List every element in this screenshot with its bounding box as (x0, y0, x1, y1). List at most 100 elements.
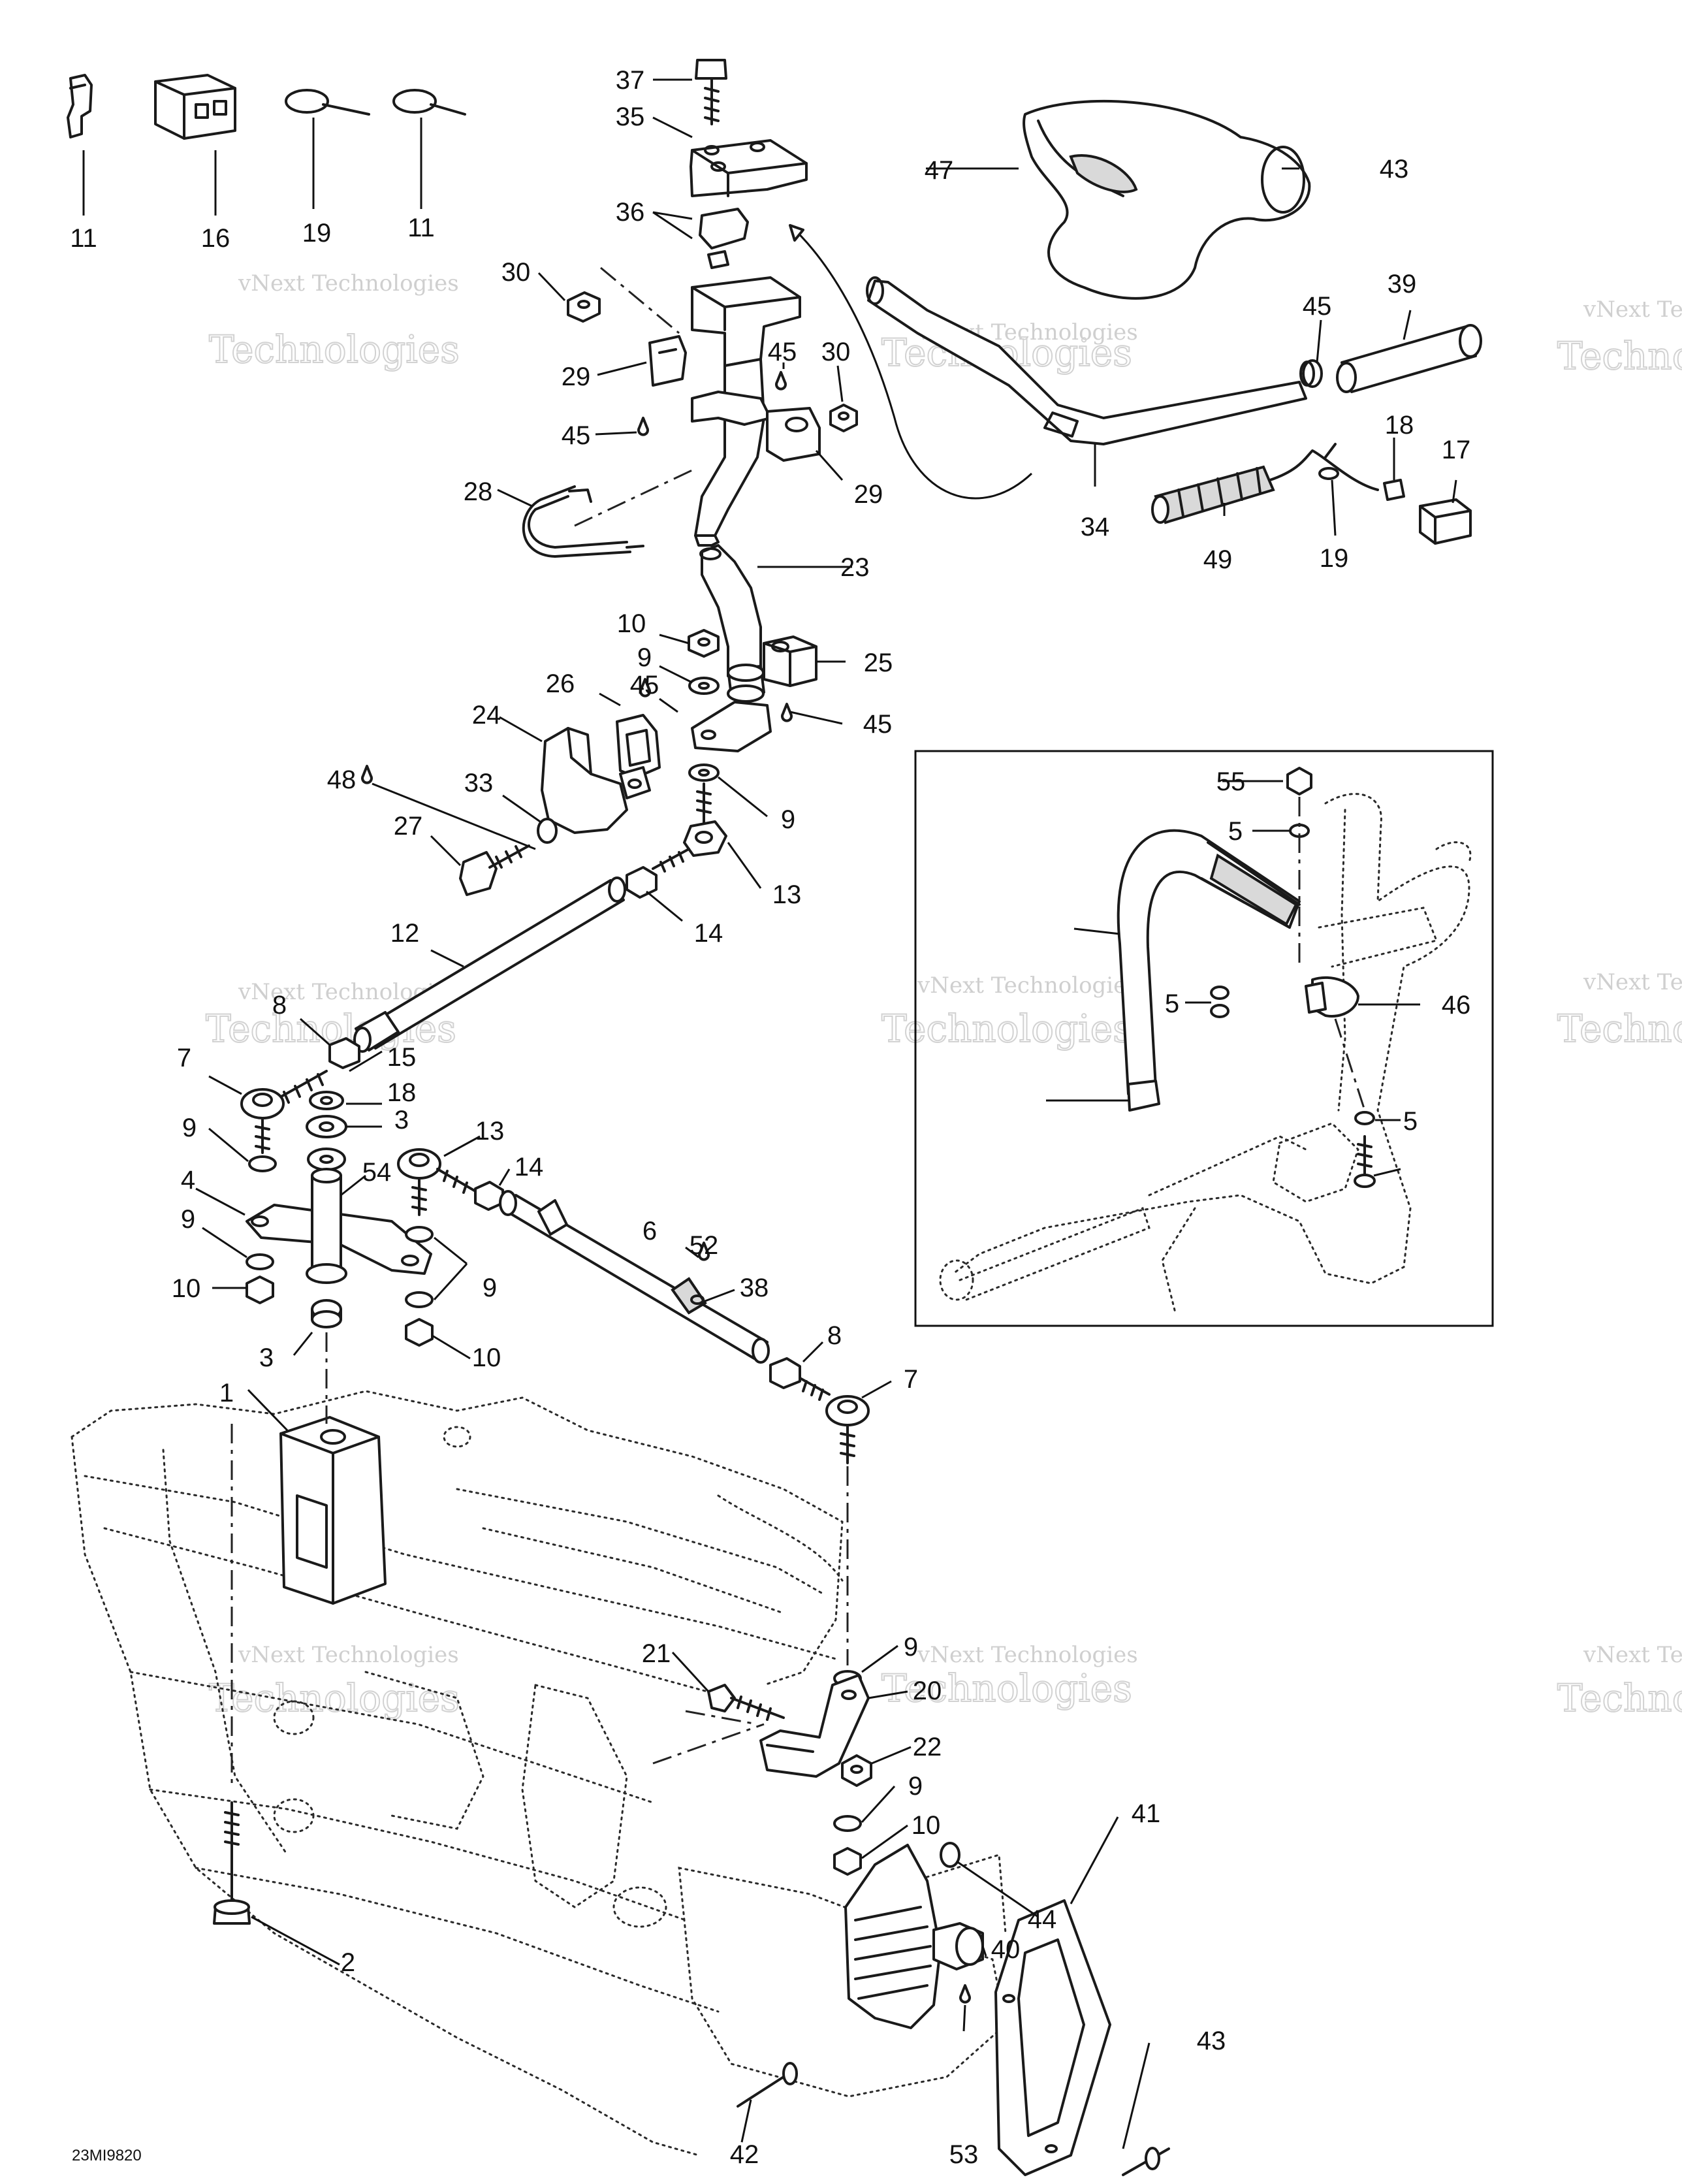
callout-label: 5 (1165, 989, 1179, 1018)
callout-label: 43 (1380, 155, 1409, 184)
callout-label: 7 (904, 1365, 918, 1394)
callout-label: 37 (616, 66, 645, 95)
washer-17 (306, 1115, 347, 1138)
callout-label: 33 (464, 769, 494, 797)
nut-8-left (328, 1037, 360, 1069)
callout-label: 21 (642, 1639, 671, 1668)
watermark-line1: vNext Technologies (238, 270, 459, 297)
callout-label: 45 (863, 710, 893, 739)
nut-51 (1286, 767, 1312, 795)
callout-label: 45 (768, 338, 797, 366)
grease-droplet-45c (639, 678, 651, 698)
grease-droplet-49b (959, 1984, 971, 2004)
callout-label: 9 (182, 1114, 197, 1142)
callout-label: 20 (913, 1677, 942, 1705)
callout-label: 6 (643, 1217, 657, 1245)
bolt-35 (695, 59, 727, 125)
steering-arm-plate (691, 701, 772, 752)
callout-label: 45 (1303, 292, 1332, 321)
washer-42 (940, 1842, 960, 1868)
frame-block-1 (279, 1416, 387, 1605)
callout-label: 13 (475, 1117, 505, 1146)
clamp-cap-33 (690, 139, 808, 197)
steering-lever-20 (759, 1674, 870, 1778)
callout-label: 9 (908, 1772, 923, 1801)
inset-dotted-column (939, 793, 1472, 1314)
watermark-line1: vNext Technologies (917, 972, 1138, 999)
callout-label: 54 (362, 1158, 392, 1187)
callout-label: 24 (472, 701, 501, 730)
spacer-48 (1299, 359, 1323, 388)
washer-15 (309, 1091, 344, 1110)
watermark-line2: Technologies (209, 1676, 460, 1720)
callout-label: 14 (694, 919, 723, 948)
stud-13-upper (683, 782, 727, 857)
steering-boot-38 (844, 1844, 984, 2029)
watermark-line1: vNext Technologies (1583, 1642, 1682, 1668)
callout-label: 9 (781, 805, 795, 834)
tie-rod-end-13-right (397, 1148, 478, 1216)
callout-label: 4 (181, 1166, 195, 1195)
washer-9-left-a (248, 1155, 277, 1172)
support-bar-53 (1117, 829, 1301, 1095)
cable-tie-19-small (1318, 443, 1339, 480)
bushing-3-lower (311, 1299, 342, 1328)
clamp-36 (671, 1277, 707, 1315)
callout-label: 3 (394, 1106, 409, 1134)
callout-label: 11 (407, 214, 435, 242)
callout-label: 28 (464, 477, 493, 506)
callout-label: 45 (562, 421, 591, 450)
callout-label: 29 (854, 480, 883, 509)
callout-label: 26 (546, 669, 575, 698)
washer-9-lower-b (833, 1815, 862, 1832)
callout-label: 39 (1388, 270, 1417, 298)
connector-housing-16 (154, 74, 236, 140)
arrow-head (789, 224, 804, 242)
clamp-half-29 (691, 391, 821, 462)
watermark-line1: vNext Technologies (1583, 297, 1682, 323)
grease-droplet-46 (361, 765, 373, 784)
bushing-3-upper (307, 1148, 346, 1171)
callout-label: 30 (821, 338, 851, 366)
bracket-ear-24 (619, 766, 651, 799)
callout-label: 44 (1028, 1905, 1057, 1934)
callout-label: 46 (1442, 991, 1471, 1020)
callout-label: 23 (840, 553, 870, 582)
grease-droplet-45b (637, 417, 649, 436)
callout-label: 55 (1216, 767, 1246, 796)
callout-label: 9 (483, 1274, 497, 1302)
steering-column-lower-23 (699, 544, 762, 677)
droplets (361, 371, 971, 2004)
watermark-line2: Technologies (209, 327, 460, 372)
grease-droplet-45d (781, 703, 793, 722)
watermark-line2: Technologies (881, 1666, 1132, 1710)
callout-label: 22 (913, 1733, 942, 1761)
callout-label: 15 (387, 1043, 417, 1072)
bushing-34 (699, 208, 749, 269)
washer-9-left-b (246, 1253, 274, 1270)
nut-22 (841, 1754, 872, 1787)
spindle-50 (306, 1168, 347, 1284)
grease-droplet-49a (698, 1242, 710, 1261)
callout-label: 8 (272, 991, 287, 1020)
callout-label: 47 (925, 156, 954, 185)
bolt-27 (459, 844, 530, 896)
callout-label: 14 (515, 1153, 544, 1181)
watermark-line2: Technologies (1557, 1006, 1682, 1051)
callout-label: 10 (617, 609, 646, 638)
washer-5-bottom (1354, 1111, 1375, 1125)
callout-label: 52 (690, 1231, 719, 1260)
rivet-41 (1122, 2147, 1170, 2176)
bar-end-54 (1127, 1080, 1160, 1112)
inset-detail-frame (914, 750, 1494, 1327)
callout-label: 36 (616, 198, 645, 227)
callout-label: 27 (394, 812, 423, 841)
callout-label: 41 (1132, 1799, 1161, 1828)
support-bracket-24 (541, 727, 628, 834)
nut-14-lower (474, 1181, 504, 1211)
callout-label: 43 (1197, 2027, 1226, 2055)
callout-label: 10 (472, 1343, 501, 1372)
callout-labels: 11 16 19 11 37 35 36 30 29 45 45 30 29 2… (70, 66, 1470, 2169)
leader-lines (82, 78, 1457, 2149)
